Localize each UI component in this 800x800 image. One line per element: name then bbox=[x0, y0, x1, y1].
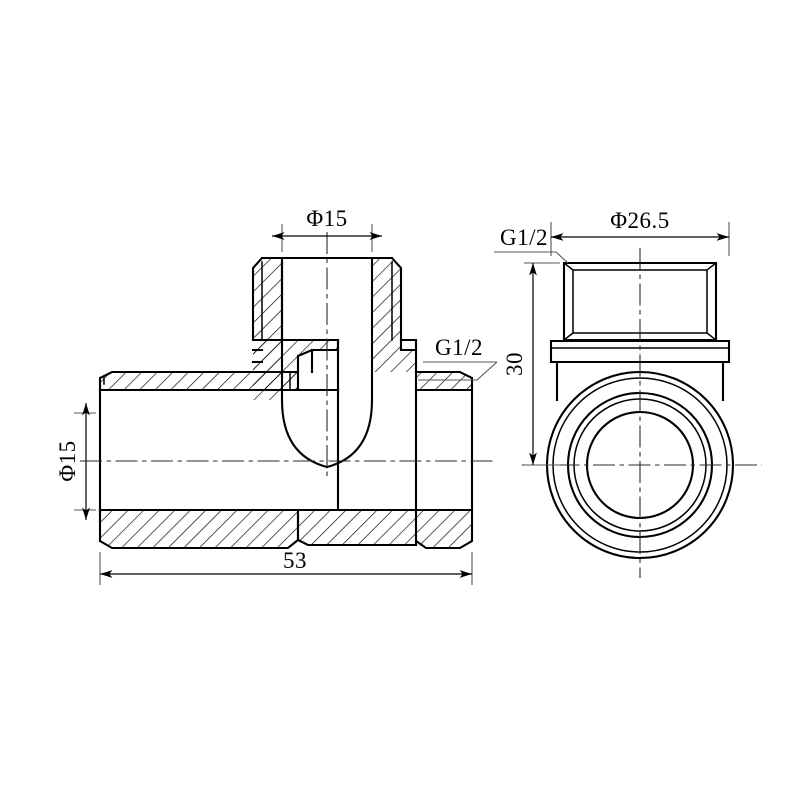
section-hatching bbox=[100, 258, 472, 548]
leader-thread-side: G1/2 bbox=[494, 225, 569, 264]
branch-bore-bottom-left bbox=[280, 398, 329, 469]
dim-label-run-bore: Φ15 bbox=[55, 440, 80, 481]
hatch-right-run-bottom bbox=[416, 510, 472, 548]
dim-label-overall-length: 53 bbox=[283, 548, 307, 573]
hatch-branch-right-wall bbox=[372, 258, 401, 340]
left-shoulder-ribs bbox=[251, 348, 264, 364]
branch-bore-bottom-right bbox=[325, 398, 374, 469]
dim-label-height: 30 bbox=[502, 352, 527, 376]
hatch-right-run-top bbox=[416, 372, 472, 390]
body-outline bbox=[98, 256, 474, 550]
left-run-thread-crest bbox=[103, 371, 291, 391]
boss-chamfer-lines-bottom bbox=[562, 331, 718, 342]
center-bottom-outline bbox=[296, 538, 418, 547]
right-run-upper-profile bbox=[414, 370, 474, 392]
right-branch-shoulder-step bbox=[399, 338, 418, 352]
dimension-height: 30 bbox=[502, 262, 560, 466]
right-branch-shoulder bbox=[399, 338, 418, 374]
hatch-center-bottom bbox=[298, 510, 416, 545]
collar-rect bbox=[549, 339, 731, 364]
dim-label-thread-front: G1/2 bbox=[435, 335, 483, 360]
hatch-left-run-top bbox=[100, 372, 298, 390]
leader-line-thread-front bbox=[418, 361, 498, 381]
body-side-walls bbox=[555, 360, 725, 402]
dimension-overall-length: 53 bbox=[99, 548, 473, 585]
left-run-upper-profile bbox=[98, 338, 340, 392]
dimension-branch-bore: Φ15 bbox=[272, 206, 382, 252]
hatch-left-run-bottom bbox=[100, 510, 298, 548]
dim-label-thread-side: G1/2 bbox=[500, 225, 548, 250]
hatch-right-shoulder bbox=[372, 340, 416, 372]
dimension-outer-diameter: Φ26.5 bbox=[550, 208, 730, 256]
hatch-branch-left-wall bbox=[253, 258, 282, 340]
boss-chamfer-lines bbox=[562, 261, 718, 272]
dim-label-branch-bore: Φ15 bbox=[306, 206, 347, 231]
leader-line-thread-side bbox=[494, 251, 569, 264]
right-side-view: G1/2 Φ26.5 30 bbox=[494, 208, 762, 578]
right-run-lower-profile bbox=[414, 508, 474, 550]
leader-thread-front: G1/2 bbox=[418, 335, 498, 381]
hatch-branch-left-lower bbox=[253, 340, 282, 400]
dimension-run-bore: Φ15 bbox=[55, 403, 96, 520]
front-sectional-view: Φ15 Φ15 G1/2 53 bbox=[55, 206, 498, 585]
dim-label-outer-diameter: Φ26.5 bbox=[610, 208, 670, 233]
